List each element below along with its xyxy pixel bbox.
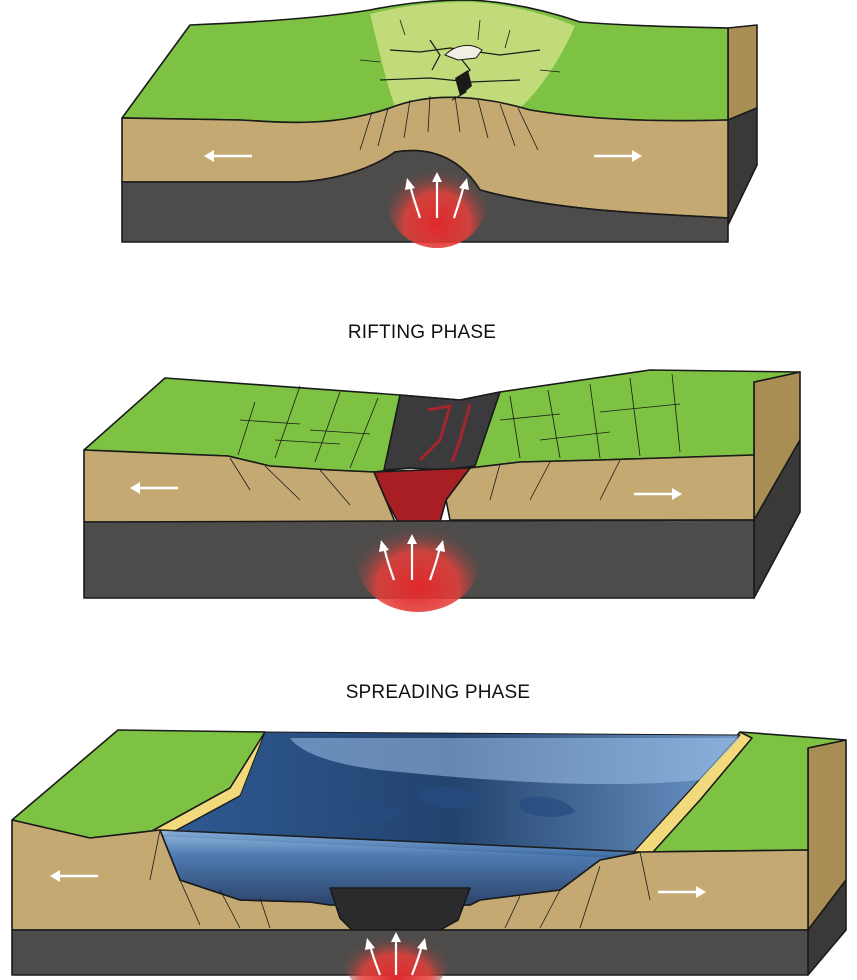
rifting-crust-front-right — [445, 454, 755, 521]
rifting-crust-fractures — [229, 457, 621, 506]
doming-surface-cracks — [359, 19, 561, 101]
doming-mantle-side — [727, 107, 758, 226]
spreading-ocean-patterns — [350, 786, 575, 820]
spreading-phase-block — [11, 729, 847, 980]
rifting-lava-streaks — [418, 403, 472, 463]
rifting-left-motion-arrow — [130, 482, 178, 494]
doming-crust-fractures — [359, 95, 539, 151]
rifting-left-fault-steps — [237, 385, 411, 469]
doming-crust-side — [727, 24, 758, 121]
rifting-magma-plume — [356, 508, 480, 612]
rifting-right-motion-arrow — [634, 488, 682, 500]
doming-left-motion-arrow — [204, 150, 252, 162]
rifting-phase-block — [83, 369, 801, 612]
spreading-right-motion-arrow — [658, 886, 706, 898]
rifting-right-fault-steps — [499, 373, 681, 459]
spreading-ocean-basin — [159, 829, 641, 906]
doming-right-motion-arrow — [594, 150, 642, 162]
spreading-left-motion-arrow — [50, 870, 98, 882]
spreading-phase-title: SPREADING PHASE — [346, 682, 531, 703]
spreading-ocean-shimmer — [290, 738, 740, 785]
rifting-phase-title: RIFTING PHASE — [348, 322, 496, 343]
spreading-crust-fractures — [149, 829, 651, 929]
doming-phase-block — [121, 0, 758, 248]
